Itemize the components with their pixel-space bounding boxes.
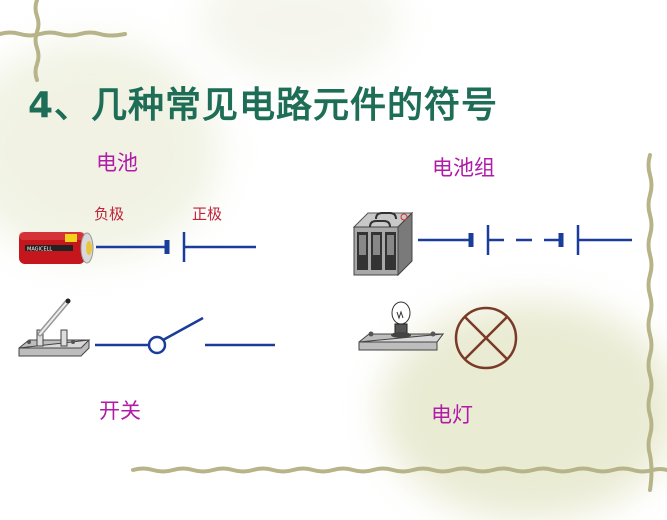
- battery-cell-image: MAGICELL: [19, 232, 94, 264]
- battery-label: 电池: [96, 151, 138, 175]
- lamp-symbol: [454, 306, 518, 370]
- switch-symbol: [95, 316, 275, 355]
- battery-symbol: [96, 232, 256, 262]
- battery-pack-symbol: [418, 225, 632, 255]
- battery-brand-text: MAGICELL: [27, 247, 52, 253]
- decorative-border: [0, 0, 667, 492]
- battery-pack-image: [352, 211, 414, 277]
- bulb-on-base-image: [358, 301, 445, 351]
- switch-label: 开关: [99, 399, 141, 423]
- slide-title: 4、几种常见电路元件的符号: [28, 85, 499, 126]
- lamp-label: 电灯: [431, 403, 473, 427]
- battery-pack-label: 电池组: [432, 156, 495, 180]
- positive-pole-label: 正极: [192, 205, 223, 223]
- knife-switch-image: [18, 298, 91, 357]
- negative-pole-label: 负极: [94, 205, 125, 223]
